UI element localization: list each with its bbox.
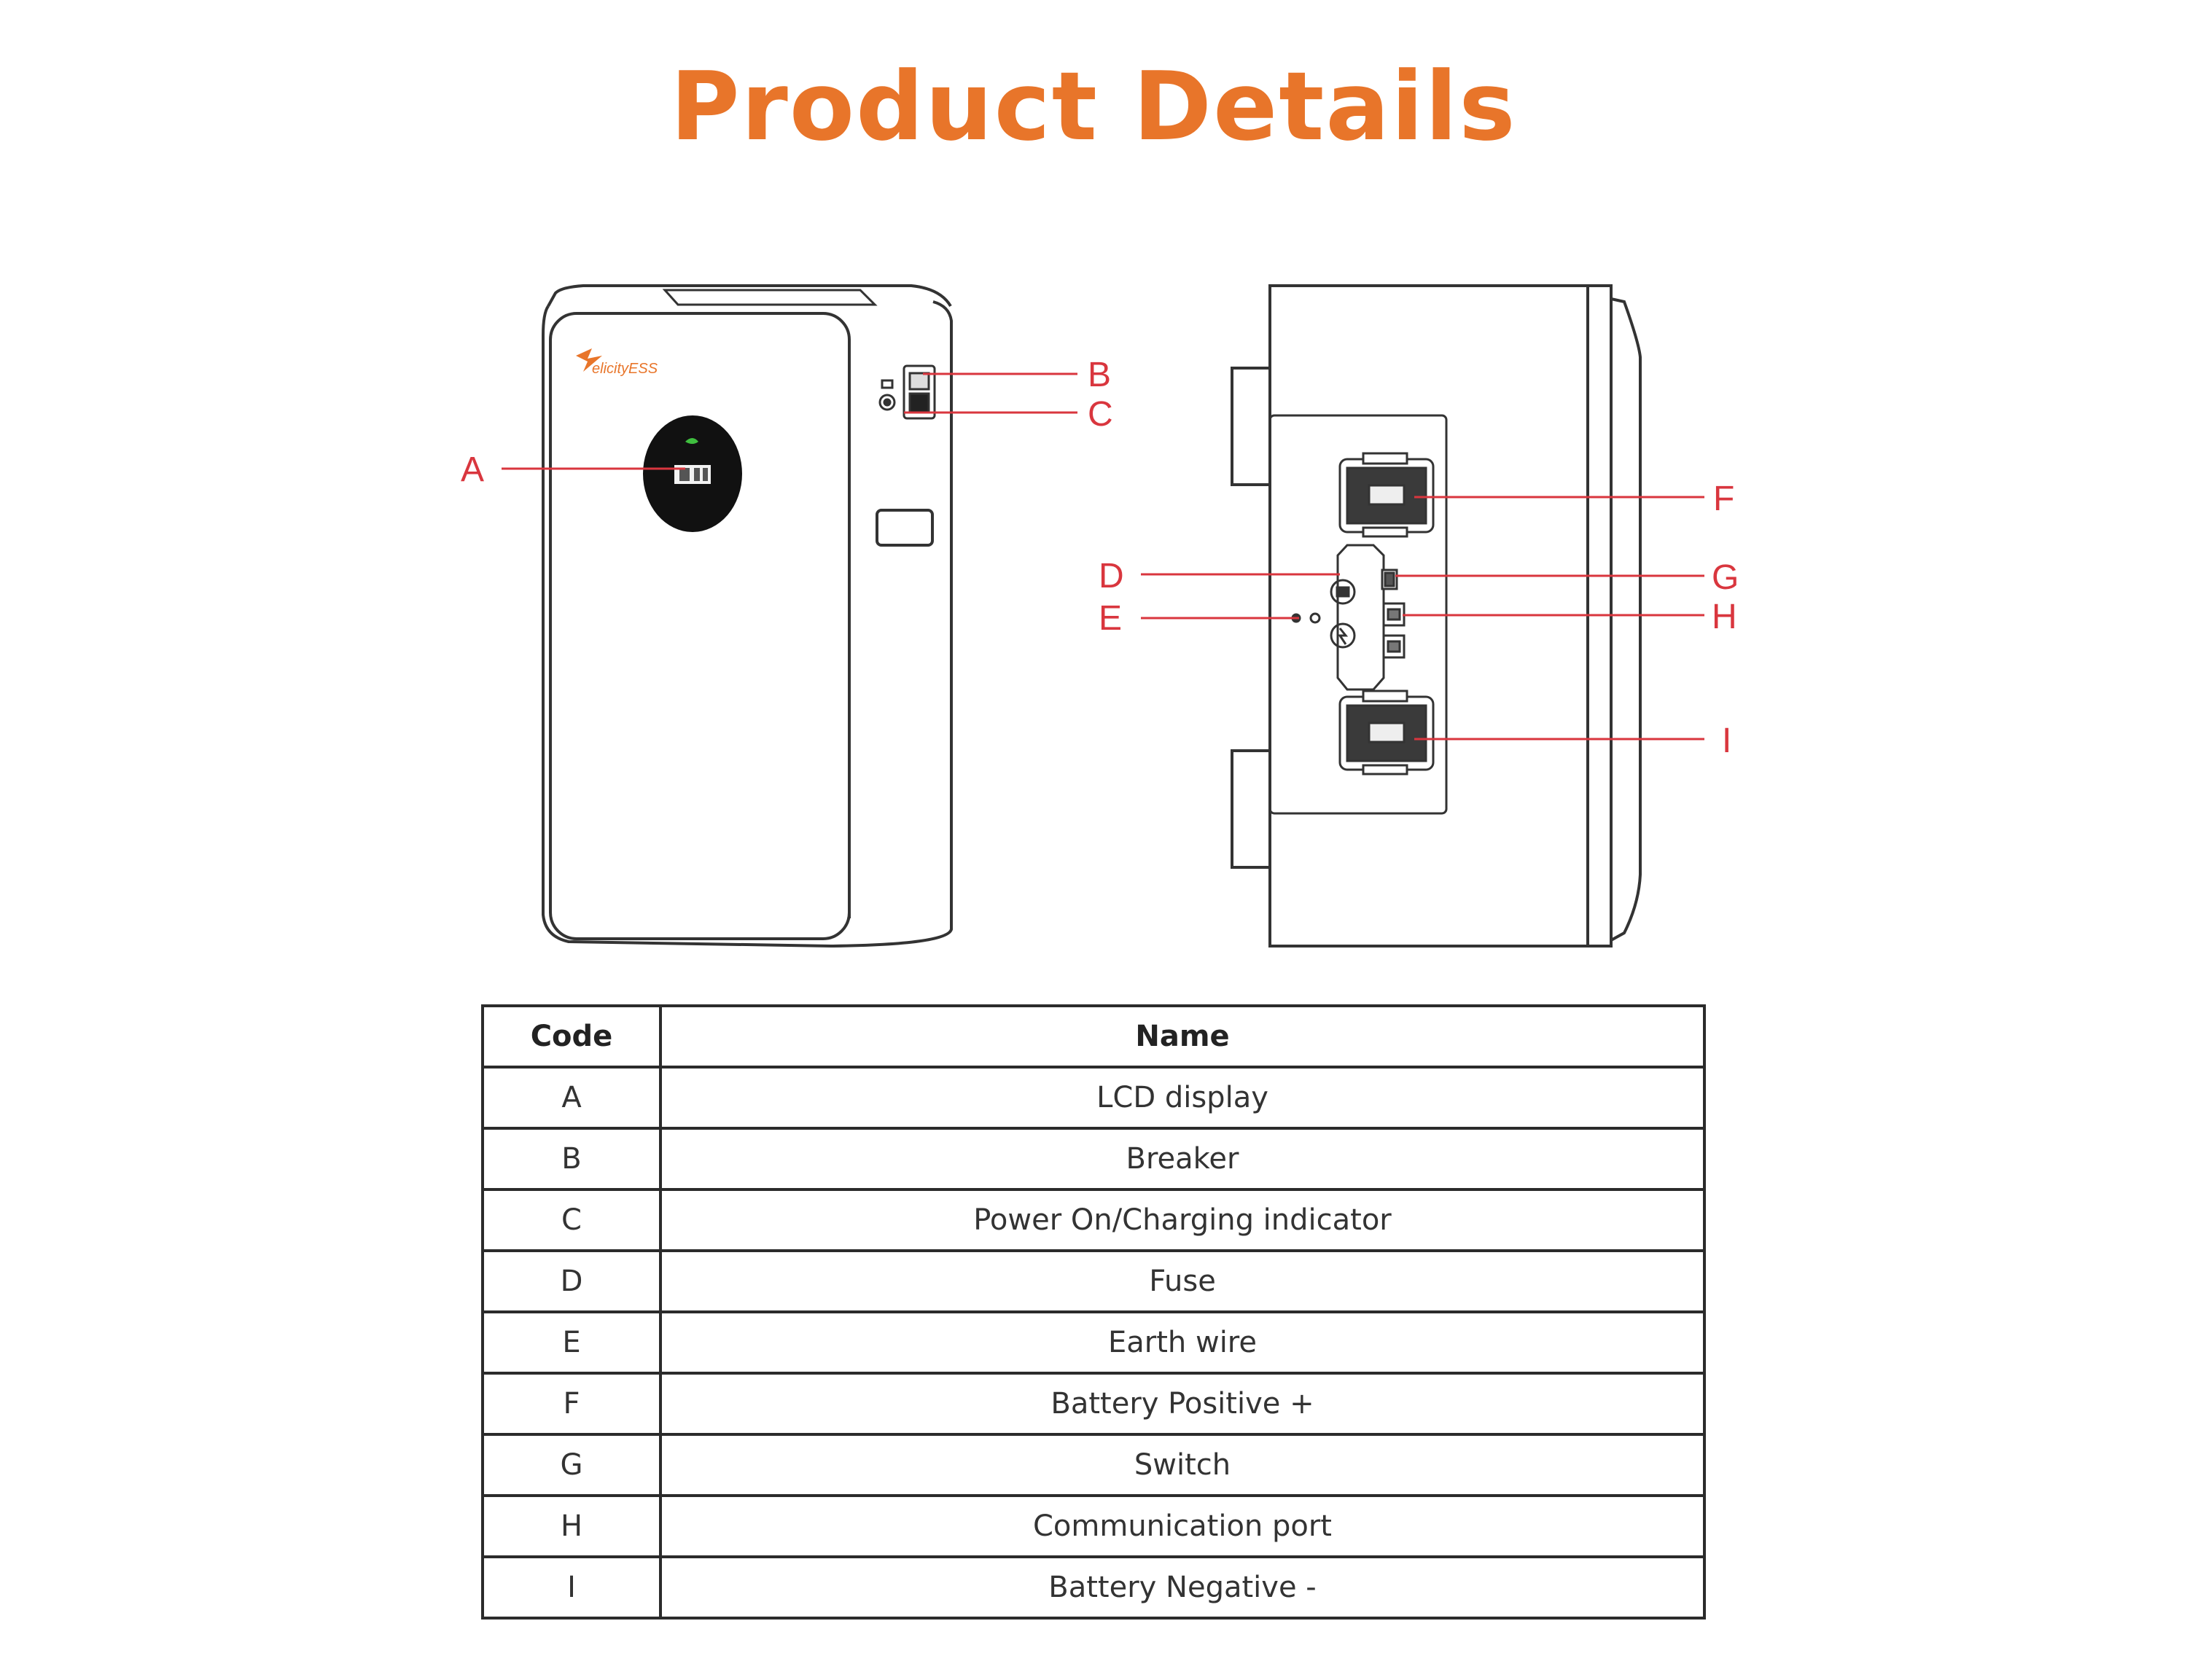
positive-terminal xyxy=(1338,452,1435,538)
cell-code: H xyxy=(481,1494,662,1558)
table-row: A LCD display xyxy=(481,1066,1706,1130)
cell-code: I xyxy=(481,1555,662,1620)
cell-code: A xyxy=(481,1066,662,1130)
bracket-top xyxy=(1231,367,1271,486)
cell-name: Battery Positive + xyxy=(659,1372,1706,1436)
cell-name: LCD display xyxy=(659,1066,1706,1130)
cell-name: Switch xyxy=(659,1433,1706,1497)
callout-f: F xyxy=(1713,480,1734,518)
product-diagram: elicityESS xyxy=(461,284,1739,948)
cell-name: Power On/Charging indicator xyxy=(659,1188,1706,1252)
side-handle xyxy=(876,509,934,547)
cell-code: F xyxy=(481,1372,662,1436)
svg-text:elicityESS: elicityESS xyxy=(592,361,658,377)
table-row: I Battery Negative - xyxy=(481,1555,1706,1620)
callout-g: G xyxy=(1712,558,1739,597)
table-row: E Earth wire xyxy=(481,1310,1706,1375)
cell-name: Communication port xyxy=(659,1494,1706,1558)
callout-c: C xyxy=(1088,395,1113,434)
table-row: D Fuse xyxy=(481,1249,1706,1313)
brand-logo: elicityESS xyxy=(576,348,658,377)
table-row: C Power On/Charging indicator xyxy=(481,1188,1706,1252)
cell-name: Breaker xyxy=(659,1127,1706,1191)
table-row: B Breaker xyxy=(481,1127,1706,1191)
cell-name: Earth wire xyxy=(659,1310,1706,1375)
side-view xyxy=(1231,284,1642,948)
cell-code: B xyxy=(481,1127,662,1191)
bracket-bottom xyxy=(1231,749,1271,869)
parts-table: Code Name A LCD display B Breaker C Powe… xyxy=(481,1004,1706,1620)
callout-i: I xyxy=(1722,722,1731,760)
cell-code: D xyxy=(481,1249,662,1313)
callout-e: E xyxy=(1099,599,1122,638)
leader-lines xyxy=(502,372,1704,741)
column-header-code: Code xyxy=(481,1004,662,1068)
earth-wire xyxy=(1291,612,1356,649)
callout-h: H xyxy=(1712,598,1737,636)
table-row: H Communication port xyxy=(481,1494,1706,1558)
table-row: G Switch xyxy=(481,1433,1706,1497)
negative-terminal xyxy=(1338,689,1435,775)
front-view xyxy=(542,284,953,948)
cell-code: E xyxy=(481,1310,662,1375)
column-header-name: Name xyxy=(659,1004,1706,1068)
cell-name: Battery Negative - xyxy=(659,1555,1706,1620)
cell-code: G xyxy=(481,1433,662,1497)
callout-a: A xyxy=(461,450,484,489)
communication-port xyxy=(1382,602,1406,659)
table-header-row: Code Name xyxy=(481,1004,1706,1068)
cell-name: Fuse xyxy=(659,1249,1706,1313)
page-title: Product Details xyxy=(670,51,1517,162)
callout-d: D xyxy=(1099,557,1124,595)
breaker xyxy=(903,364,936,420)
table-row: F Battery Positive + xyxy=(481,1372,1706,1436)
charging-indicator xyxy=(878,379,896,411)
switch xyxy=(1381,569,1398,590)
cell-code: C xyxy=(481,1188,662,1252)
lcd-display xyxy=(643,415,742,532)
front-panel xyxy=(549,312,851,940)
fuse xyxy=(1330,579,1356,605)
callout-b: B xyxy=(1088,356,1111,394)
